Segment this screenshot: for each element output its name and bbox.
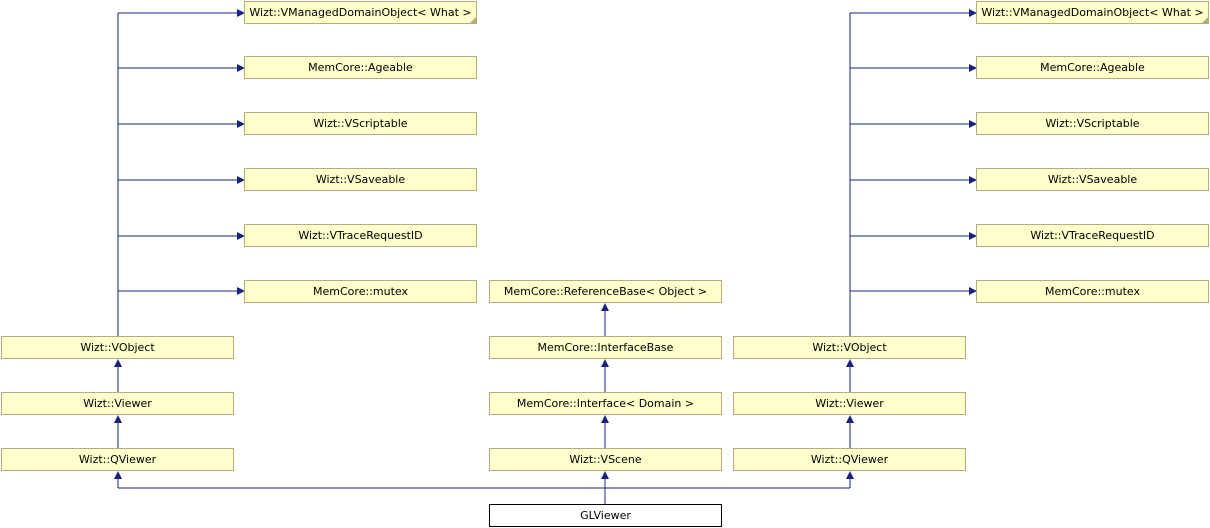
right-mutex-node[interactable]: MemCore::mutex <box>976 280 1209 303</box>
right-ageable-node[interactable]: MemCore::Ageable <box>976 56 1209 79</box>
left-vmanageddomainobject-node[interactable]: Wizt::VManagedDomainObject< What > <box>244 1 477 24</box>
right-vobject-node[interactable]: Wizt::VObject <box>733 336 966 359</box>
left-ageable-node[interactable]: MemCore::Ageable <box>244 56 477 79</box>
left-vtracerequestid-node[interactable]: Wizt::VTraceRequestID <box>244 224 477 247</box>
right-vtracerequestid-node[interactable]: Wizt::VTraceRequestID <box>976 224 1209 247</box>
left-vobject-node[interactable]: Wizt::VObject <box>1 336 234 359</box>
left-vscriptable-node[interactable]: Wizt::VScriptable <box>244 112 477 135</box>
left-vsaveable-node[interactable]: Wizt::VSaveable <box>244 168 477 191</box>
glviewer-root-node: GLViewer <box>489 504 722 527</box>
interfacebase-node[interactable]: MemCore::InterfaceBase <box>489 336 722 359</box>
left-qviewer-node[interactable]: Wizt::QViewer <box>1 448 234 471</box>
right-viewer-node[interactable]: Wizt::Viewer <box>733 392 966 415</box>
right-vsaveable-node[interactable]: Wizt::VSaveable <box>976 168 1209 191</box>
right-vscriptable-node[interactable]: Wizt::VScriptable <box>976 112 1209 135</box>
left-viewer-node[interactable]: Wizt::Viewer <box>1 392 234 415</box>
left-mutex-node[interactable]: MemCore::mutex <box>244 280 477 303</box>
interface-domain-node[interactable]: MemCore::Interface< Domain > <box>489 392 722 415</box>
vscene-node[interactable]: Wizt::VScene <box>489 448 722 471</box>
right-qviewer-node[interactable]: Wizt::QViewer <box>733 448 966 471</box>
right-vmanageddomainobject-node[interactable]: Wizt::VManagedDomainObject< What > <box>976 1 1209 24</box>
referencebase-node[interactable]: MemCore::ReferenceBase< Object > <box>489 280 722 303</box>
